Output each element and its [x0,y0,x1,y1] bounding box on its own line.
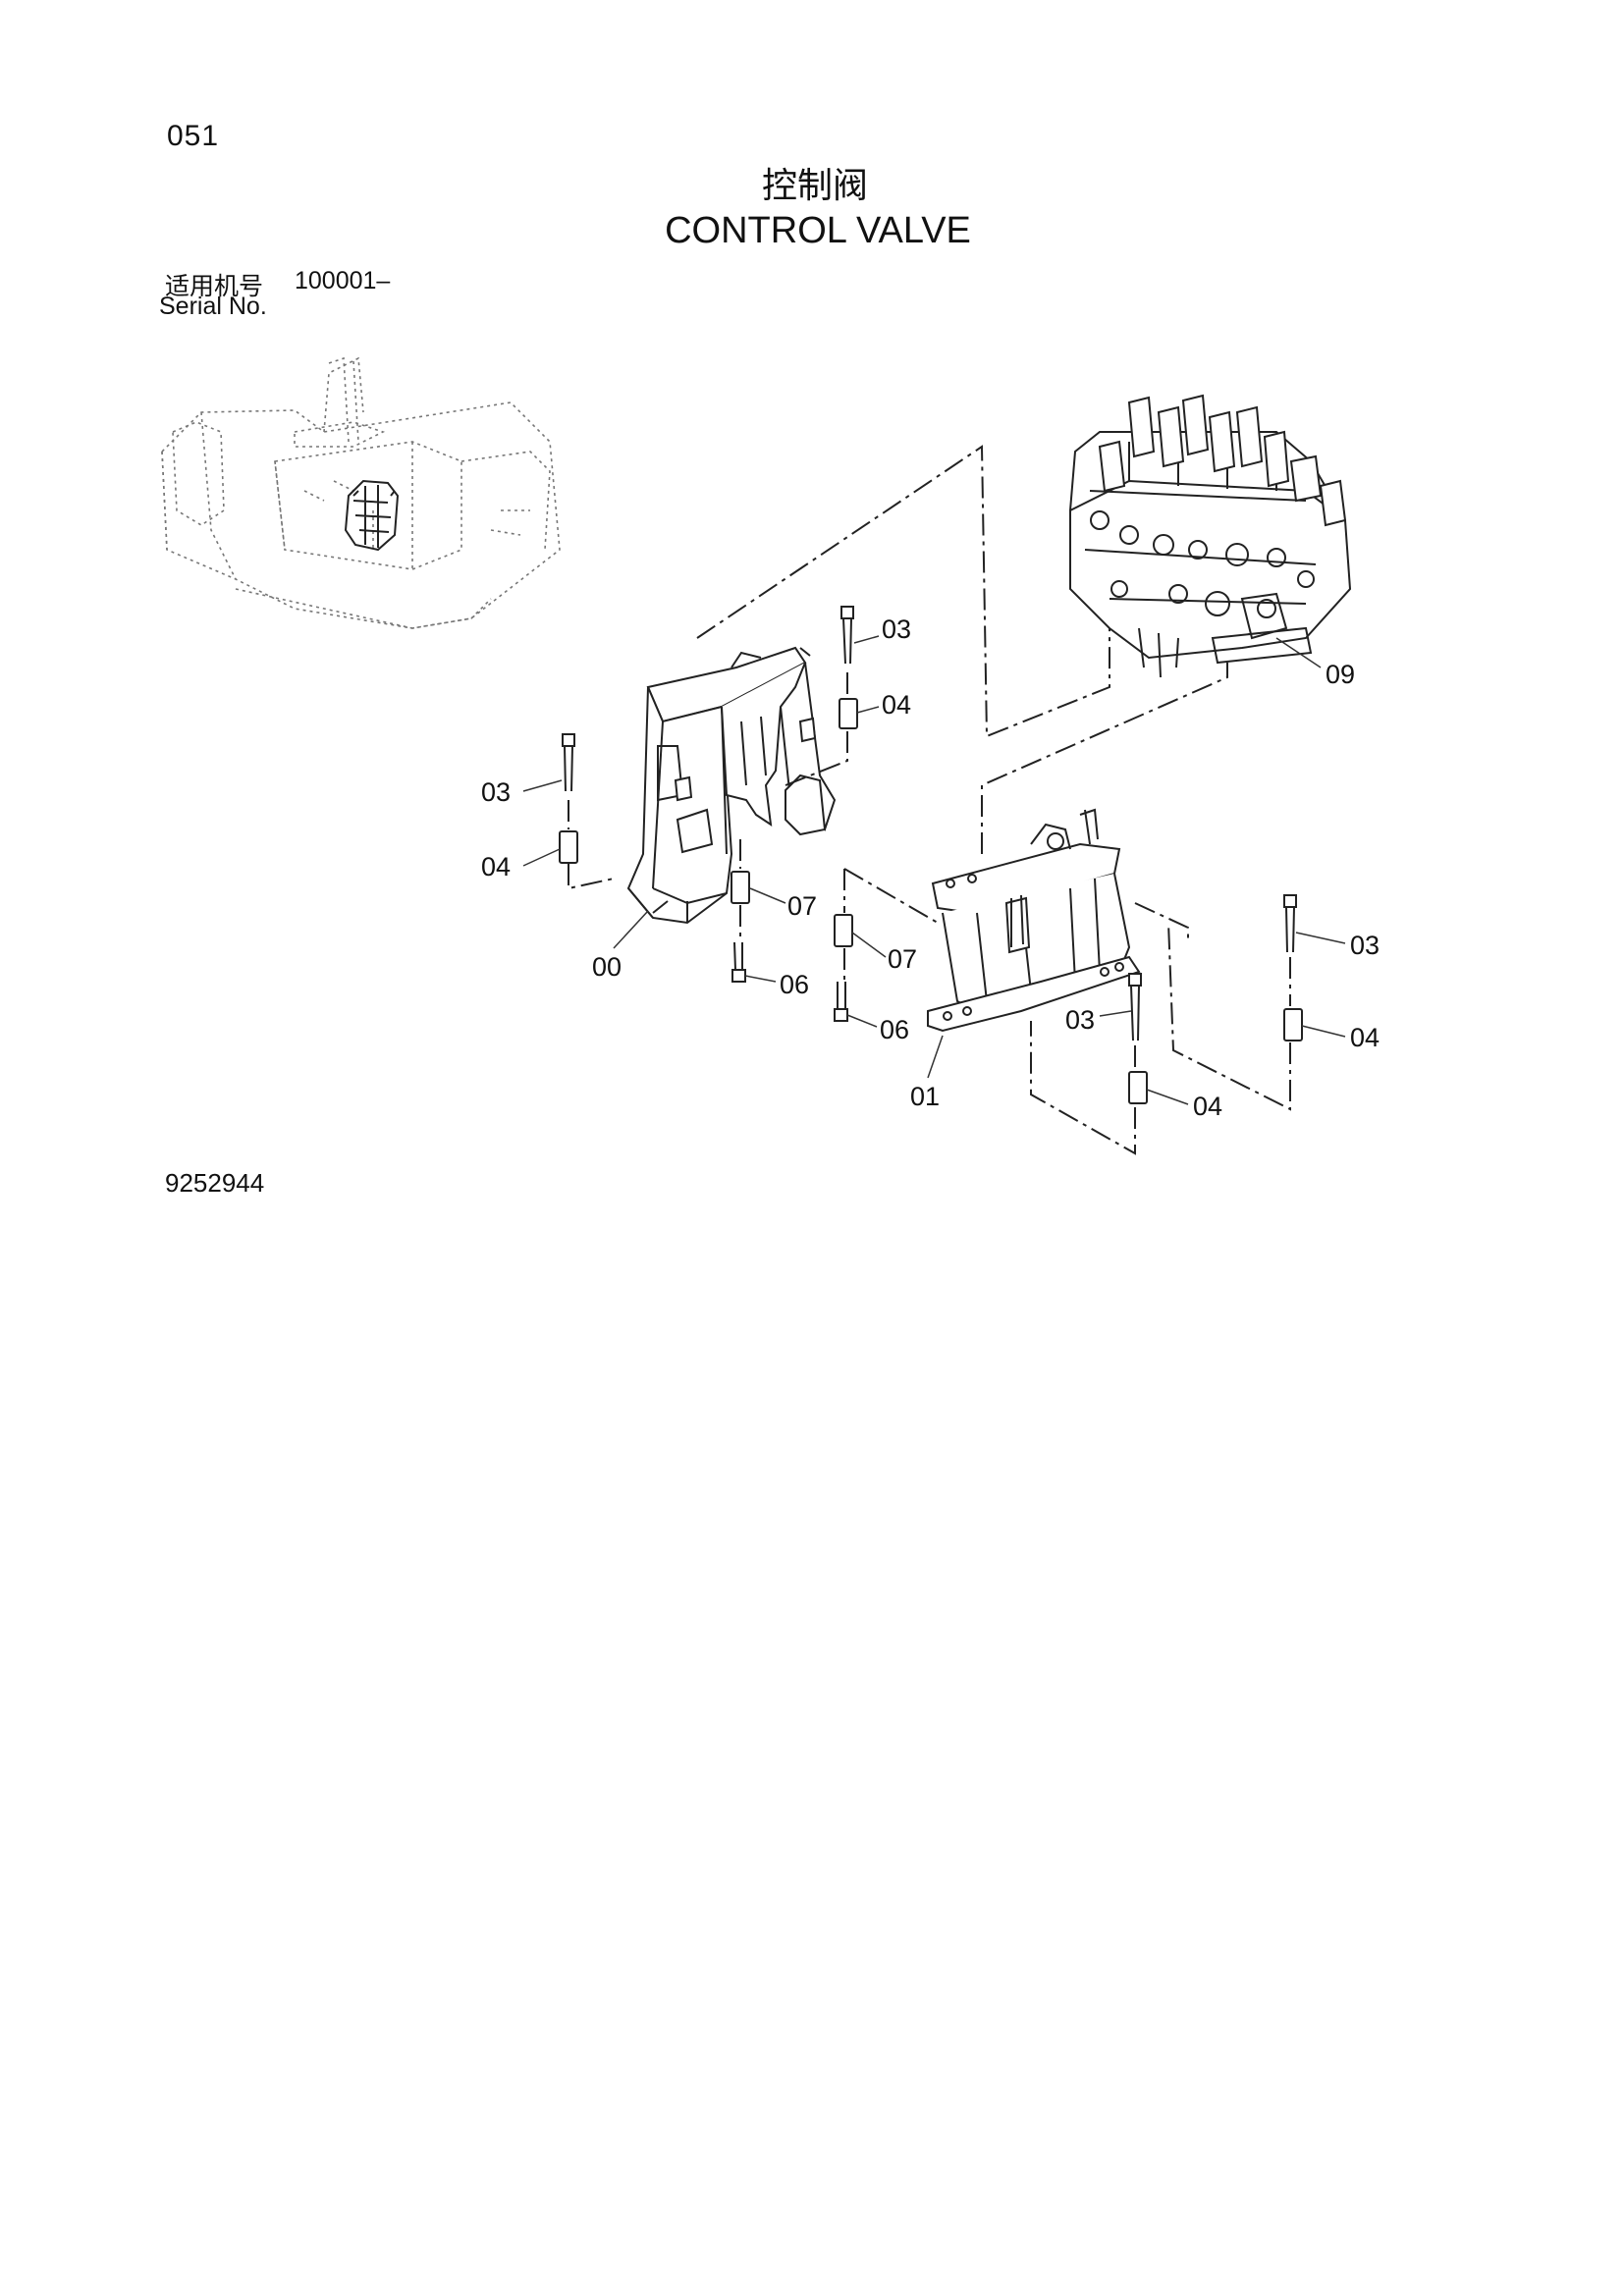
callout-label: 09 [1326,660,1355,689]
callout-label: 06 [780,970,809,999]
drawing-number: 9252944 [165,1168,265,1198]
callout-label: 03 [1065,1005,1095,1035]
hardware-bushing-04-c [1128,1071,1148,1104]
hardware-bolt-03-b [562,733,575,792]
bracket-part-00 [626,646,837,925]
callout-label: 07 [787,891,817,921]
callout-label: 03 [1350,931,1380,960]
callout-label: 01 [910,1082,940,1111]
title-english: CONTROL VALVE [665,210,971,251]
hardware-bushing-04-d [1283,1008,1303,1041]
hardware-bolt-03-d [1283,894,1297,953]
callout-label: 04 [481,852,511,881]
callout-label: 04 [882,690,911,720]
callout-label: 03 [481,777,511,807]
callout-label: 00 [592,952,622,982]
hardware-bushing-04-b [559,830,578,864]
serial-label-chinese: 适用机号 [165,272,264,300]
hardware-bolt-06-a [731,941,746,983]
serial-range: 100001– [295,267,391,294]
title-chinese: 控制阀 [761,166,868,206]
callout-label: 04 [1193,1092,1222,1121]
callout-label: 03 [882,614,911,644]
callout-label: 06 [880,1015,909,1044]
hardware-bolt-06-b [834,982,848,1022]
assembly-lines [568,445,1291,1155]
base-part-01 [927,808,1141,1033]
hardware-bushing-07-b [834,914,853,947]
hardware-bolt-03-a [840,606,854,665]
hardware-bushing-07-a [731,871,750,904]
callout-leaders [522,635,1346,1105]
hardware-bolt-03-c [1128,973,1142,1041]
excavator-overview-illustration [161,356,561,629]
page-number: 051 [167,120,220,152]
callout-label: 07 [888,944,917,974]
callout-label: 04 [1350,1023,1380,1052]
serial-label-english: Serial No. [159,293,267,320]
hardware-bushing-04-a [839,698,858,729]
control-valve-assembly [1069,394,1352,678]
